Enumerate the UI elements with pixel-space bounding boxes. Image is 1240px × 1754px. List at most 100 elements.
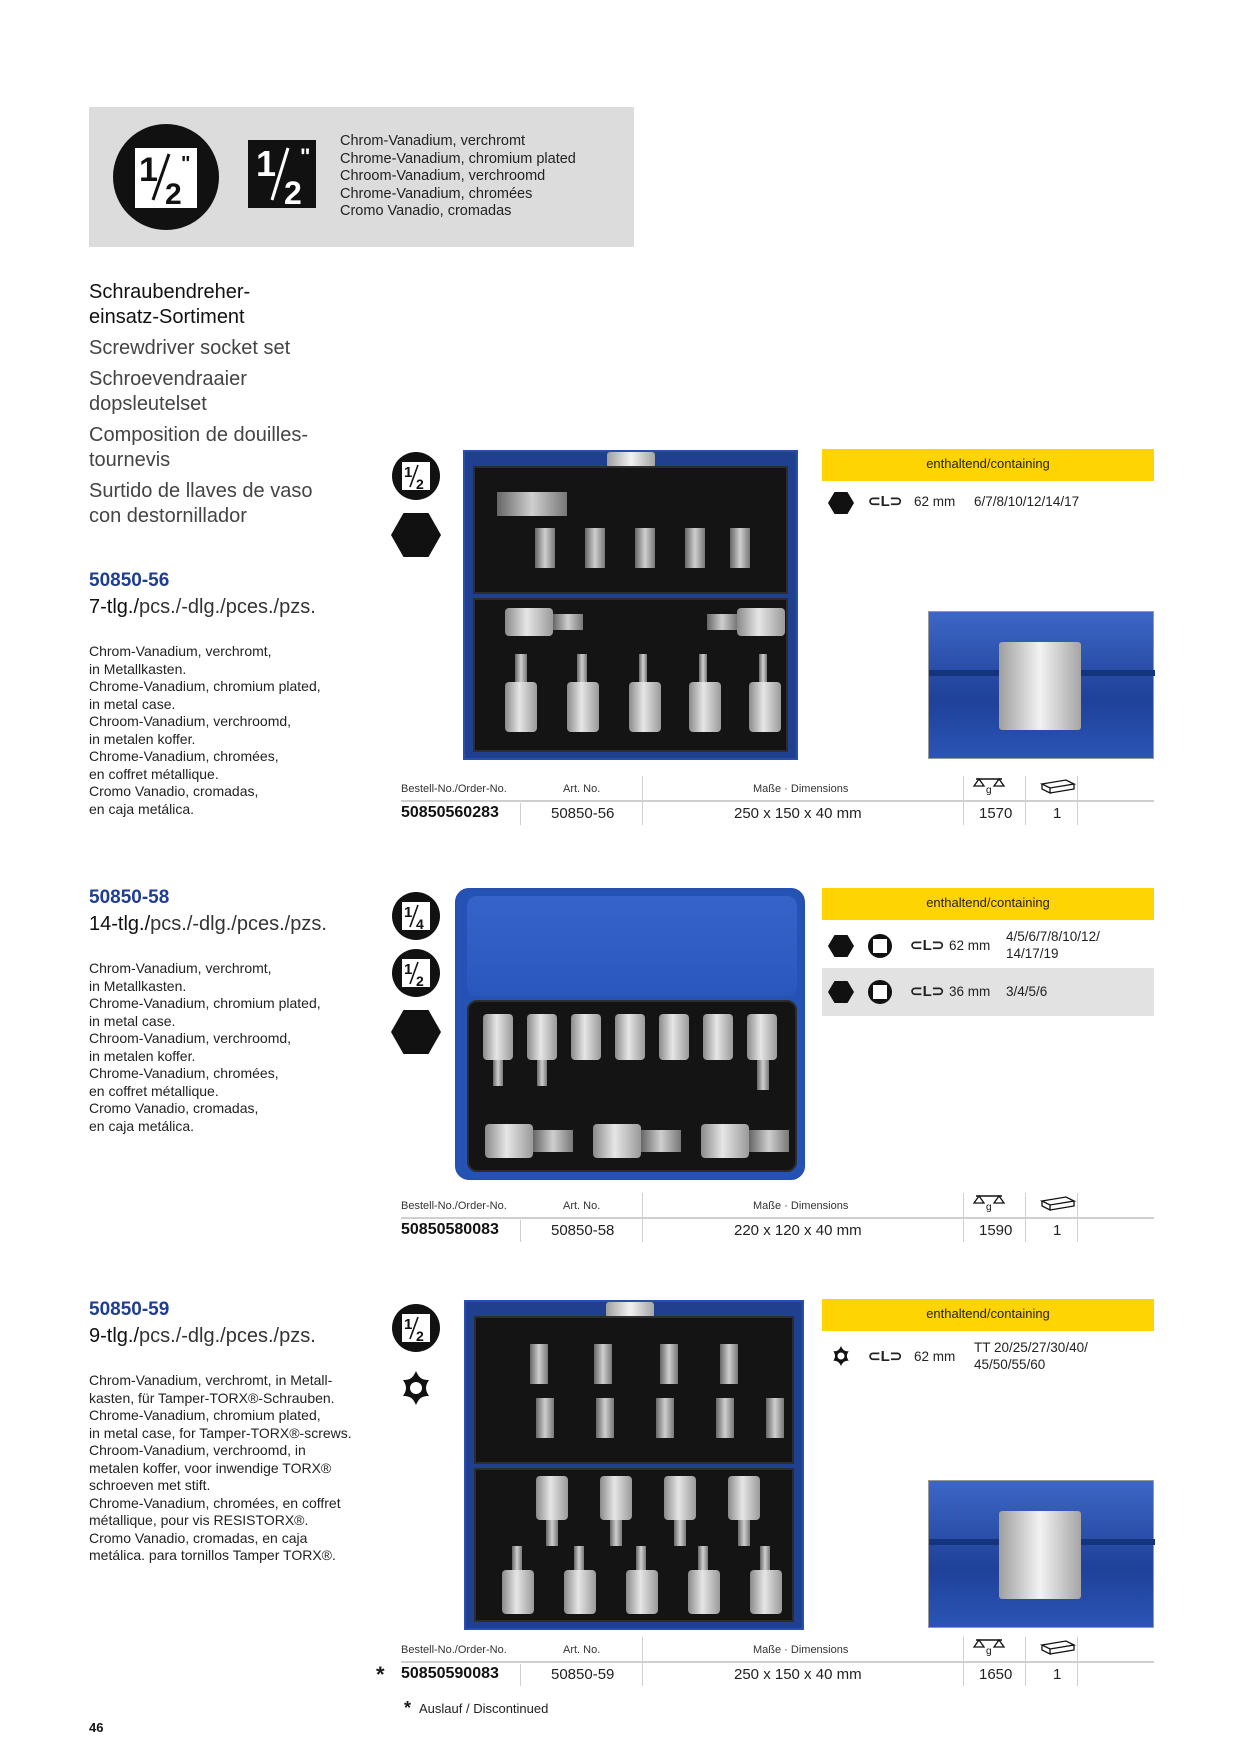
svg-text:2: 2 — [284, 175, 302, 208]
svg-text:g: g — [986, 785, 992, 796]
order-number: 50850580083 — [401, 1221, 499, 1238]
dimensions-header: Maße · Dimensions — [753, 783, 849, 795]
case-lid-card — [474, 1316, 794, 1464]
scale-icon: g — [972, 777, 1006, 796]
desc-line: metálica. para tornillos Tamper TORX®. — [89, 1547, 336, 1563]
order-number: 50850560283 — [401, 804, 499, 821]
length-icon: ⊂L⊃ — [910, 983, 945, 1000]
table-divider — [401, 1217, 1154, 1219]
product-description: Chrom-Vanadium, verchromt, in Metallkast… — [89, 960, 349, 1135]
desc-line: in metal case. — [89, 695, 176, 712]
quarter-inch-drive-icon — [868, 980, 892, 1004]
title-fr-line: Composition de douilles- — [89, 424, 309, 446]
desc-line: Chroom-Vanadium, verchroomd, in — [89, 1442, 306, 1458]
desc-line: schroeven met stift. — [89, 1477, 211, 1493]
weight-value: 1650 — [979, 1666, 1013, 1683]
half-inch-drive-round-badge: 1 2 " — [113, 124, 219, 230]
hex-icon — [828, 492, 854, 514]
svg-text:g: g — [986, 1202, 992, 1213]
title-de-line: einsatz-Sortiment — [89, 306, 245, 328]
desc-line: Chrome-Vanadium, chromées, — [89, 748, 279, 764]
case-tray — [473, 598, 788, 752]
desc-line: Cromo Vanadio, cromadas, en caja — [89, 1529, 308, 1546]
desc-line: en coffret métallique. — [89, 1082, 219, 1099]
svg-text:1: 1 — [404, 1316, 412, 1333]
desc-line: en caja metálica. — [89, 800, 195, 817]
sizes-value-line: TT 20/25/27/30/40/ — [974, 1340, 1088, 1355]
contents-row: ⊂L⊃ 62 mm TT 20/25/27/30/40/ 45/50/55/60 — [822, 1336, 1154, 1380]
desc-line: Chroom-Vanadium, verchroomd, — [89, 1030, 292, 1046]
contents-row: ⊂L⊃ 36 mm 3/4/5/6 — [822, 968, 1154, 1016]
quarter-fraction-icon: 1 4 — [404, 904, 424, 932]
table-divider — [401, 800, 1154, 802]
case-latch — [607, 452, 655, 468]
title-nl-line: dopsleutelset — [89, 393, 207, 415]
scale-icon: g — [972, 1638, 1006, 1657]
length-value: 62 mm — [949, 938, 991, 953]
product-description: Chrom-Vanadium, verchromt, in Metallkast… — [89, 643, 349, 818]
art-no-header: Art. No. — [563, 1200, 601, 1212]
discontinued-footnote: Auslauf / Discontinued — [419, 1701, 549, 1716]
half-fraction-icon: 1 2 — [404, 464, 424, 492]
material-line: Chroom-Vanadium, verchroomd — [340, 168, 546, 184]
pack-quantity: 1 — [1053, 805, 1062, 822]
half-fraction-icon: 1 2 " — [256, 143, 310, 211]
svg-text:2: 2 — [416, 476, 424, 490]
piece-count-languages: pcs./-dlg./pces./pzs. — [150, 913, 327, 935]
package-icon — [1040, 1640, 1076, 1655]
product-code: 50850-58 — [89, 887, 170, 908]
half-inch-drive-icon — [868, 934, 892, 958]
svg-text:g: g — [986, 1646, 992, 1657]
containing-header: enthaltend/containing — [822, 1299, 1154, 1331]
material-line: Chrome-Vanadium, chromium plated — [340, 150, 576, 167]
discontinued-asterisk: * — [376, 1662, 385, 1687]
page-number: 46 — [89, 1720, 104, 1735]
scale-icon: g — [972, 1194, 1006, 1213]
length-value: 36 mm — [949, 984, 991, 999]
weight-value: 1590 — [979, 1222, 1013, 1239]
art-number: 50850-59 — [551, 1666, 615, 1683]
piece-count: 9-tlg./pcs./-dlg./pces./pzs. — [89, 1325, 316, 1348]
hex-icon — [828, 981, 854, 1003]
desc-line: kasten, für Tamper-TORX®-Schrauben. — [89, 1389, 335, 1406]
case-latch — [606, 1302, 654, 1318]
dimensions-value: 220 x 120 x 40 mm — [734, 1222, 862, 1239]
svg-text:1: 1 — [256, 143, 276, 184]
svg-text:": " — [181, 153, 190, 175]
svg-text:2: 2 — [416, 973, 424, 987]
half-inch-drive-icon: 1 2 — [392, 1304, 440, 1352]
product-code: 50850-56 — [89, 570, 170, 591]
half-fraction-icon: 1 2 — [404, 1316, 424, 1344]
piece-count-languages: pcs./-dlg./pces./pzs. — [139, 596, 316, 618]
desc-line: métallique, pour vis RESISTORX®. — [89, 1512, 309, 1528]
torx-icon — [833, 1345, 849, 1367]
dimensions-header: Maße · Dimensions — [753, 1200, 849, 1212]
case-latch-closeup-photo — [928, 611, 1155, 759]
length-icon: ⊂L⊃ — [868, 493, 903, 510]
hex-icon — [828, 935, 854, 957]
desc-line: en coffret métallique. — [89, 765, 219, 782]
sizes-value: 3/4/5/6 — [1006, 984, 1048, 999]
svg-text:1: 1 — [139, 151, 158, 189]
piece-count-main: 14-tlg./ — [89, 913, 151, 935]
sizes-value-line: 4/5/6/7/8/10/12/ — [1006, 929, 1100, 944]
order-number: 50850590083 — [401, 1665, 499, 1682]
desc-line: Chrom-Vanadium, verchromt, in Metall- — [89, 1372, 333, 1388]
title-es-line: con destornillador — [89, 505, 247, 527]
length-icon: ⊂L⊃ — [868, 1348, 903, 1365]
piece-count-main: 9-tlg./ — [89, 1325, 140, 1347]
table-divider — [401, 1661, 1154, 1663]
svg-text:1: 1 — [404, 904, 412, 921]
material-line: Chrom-Vanadium, verchromt — [340, 133, 526, 149]
title-fr-line: tournevis — [89, 449, 171, 471]
svg-text:1: 1 — [404, 464, 412, 481]
half-inch-drive-icon: 1 2 — [392, 949, 440, 997]
contents-row: ⊂L⊃ 62 mm 4/5/6/7/8/10/12/ 14/17/19 — [822, 924, 1154, 968]
product-photo-50850-59 — [464, 1300, 804, 1630]
order-no-header: Bestell-No./Order-No. — [401, 1200, 507, 1212]
desc-line: Cromo Vanadio, cromadas, — [89, 783, 259, 799]
containing-header: enthaltend/containing — [822, 449, 1154, 481]
product-photo-50850-56 — [463, 450, 798, 760]
desc-line: in metalen koffer. — [89, 1047, 196, 1064]
svg-text:2: 2 — [165, 178, 182, 208]
